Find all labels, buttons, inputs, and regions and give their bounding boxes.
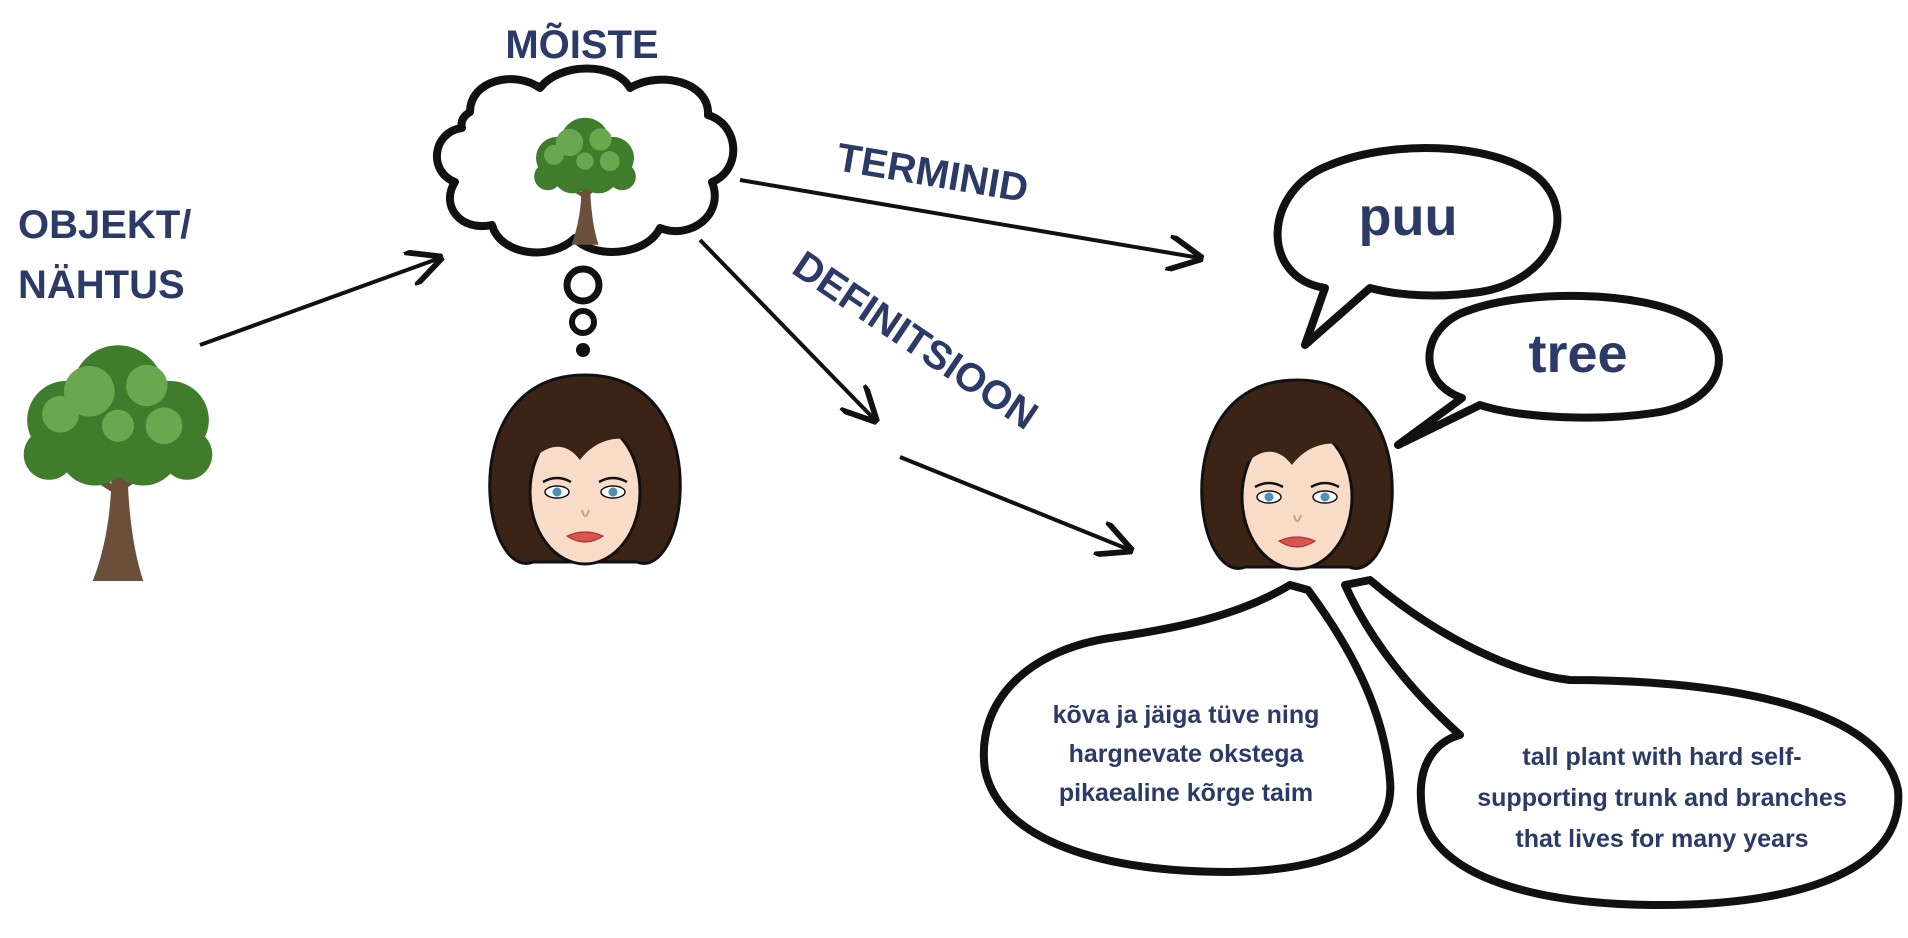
tree-object-icon (24, 345, 213, 581)
definition-en-line3: that lives for many years (1515, 825, 1808, 853)
object-label-line2: NÄHTUS (18, 263, 185, 307)
arrow-definition-2 (899, 455, 1130, 550)
thought-dot-medium (569, 308, 597, 336)
term-tree-text: tree (1528, 324, 1627, 384)
speech-bubble-definition-et: kõva ja jäiga tüve ning hargnevate okste… (979, 581, 1395, 876)
thought-dot-large (563, 265, 603, 305)
definition-et-line1: kõva ja jäiga tüve ning (1053, 701, 1320, 729)
definition-en-line1: tall plant with hard self- (1522, 743, 1801, 771)
person-thinking-avatar (488, 373, 682, 566)
arrow-object-to-concept (199, 258, 440, 347)
concept-label: MÕISTE (505, 21, 658, 67)
definition-et-line3: pikaealine kõrge taim (1059, 779, 1313, 807)
definition-et-line2: hargnevate okstega (1069, 740, 1305, 768)
person-speaking-avatar (1200, 378, 1394, 571)
thought-dot-small (576, 343, 590, 357)
term-puu-text: puu (1359, 187, 1458, 247)
definition-en-line2: supporting trunk and branches (1477, 784, 1846, 812)
arrow-definition-1 (698, 238, 875, 420)
speech-bubble-tree: tree (1394, 291, 1723, 449)
arrow-terms (739, 178, 1200, 258)
definition-label: DEFINITSIOON (785, 243, 1045, 439)
object-label-line1: OBJEKT/ (18, 203, 191, 247)
speech-bubble-puu: puu (1273, 144, 1562, 349)
speech-bubble-definition-en: tall plant with hard self- supporting tr… (1341, 576, 1903, 909)
